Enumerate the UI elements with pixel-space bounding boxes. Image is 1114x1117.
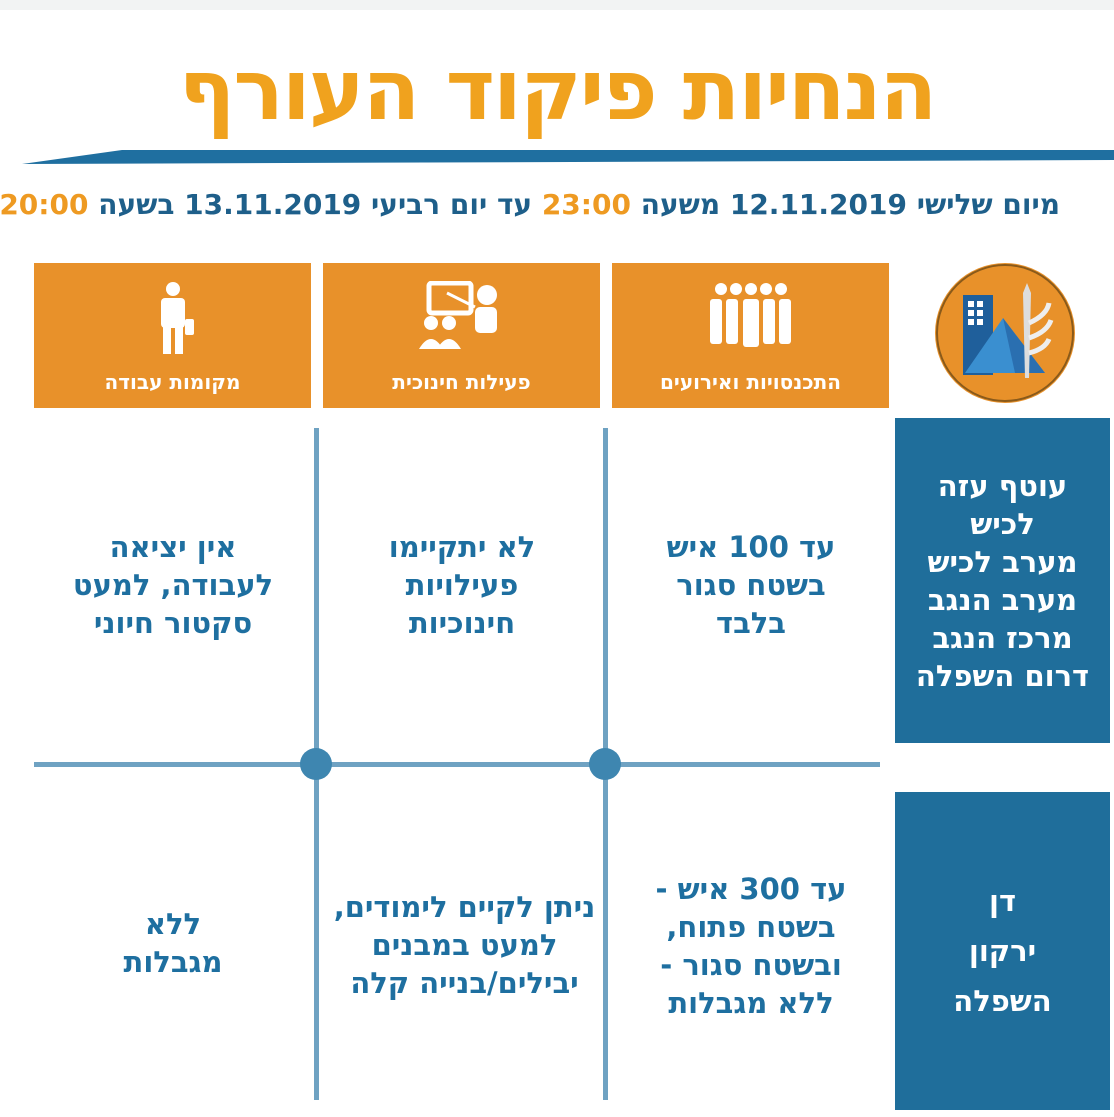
teacher-icon bbox=[418, 281, 497, 349]
category-gatherings: התכנסויות ואירועים bbox=[612, 263, 889, 408]
worker-icon bbox=[160, 282, 194, 354]
cell-south-gatherings: עד 100 איש בשטח סגור בלבד bbox=[666, 530, 836, 640]
grid-dot bbox=[589, 748, 621, 780]
cell-center-gatherings: עד 300 איש - בשטח פתוח, ובשטח סגור - ללא… bbox=[655, 872, 847, 1020]
home-front-command-logo bbox=[935, 263, 1075, 403]
date-range: מיום שלישי 12.11.2019 משעה 23:00 עד יום … bbox=[0, 188, 1060, 221]
cell-center-workplaces: ללא מגבלות bbox=[123, 907, 223, 979]
category-education: פעילות חינוכית bbox=[323, 263, 600, 408]
category-workplaces: מקומות עבודה bbox=[34, 263, 311, 408]
category-label: פעילות חינוכית bbox=[392, 370, 531, 394]
date-from: מיום שלישי 12.11.2019 משעה bbox=[630, 188, 1060, 221]
top-bar bbox=[0, 0, 1114, 10]
date-to: עד יום רביעי 13.11.2019 בשעה bbox=[88, 188, 542, 221]
cell-south-education: לא יתקיימו פעילויות חינוכיות bbox=[388, 530, 536, 640]
grid-dot bbox=[300, 748, 332, 780]
region-south: עוטף עזה לכיש מערב לכיש מערב הנגב מרכז ה… bbox=[895, 418, 1110, 743]
cell-south-workplaces: אין יציאה לעבודה, למעט סקטור חיוני bbox=[72, 530, 274, 640]
cell-center-education: ניתן לקיים לימודים, למעט במבנים יבילים/ב… bbox=[333, 890, 596, 1000]
title-underline bbox=[22, 150, 1114, 164]
category-label: מקומות עבודה bbox=[104, 370, 241, 394]
time-to: 20:00 bbox=[0, 188, 89, 221]
region-center: דן ירקון השפלה bbox=[895, 792, 1110, 1110]
crowd-icon bbox=[709, 283, 791, 347]
category-label: התכנסויות ואירועים bbox=[660, 370, 841, 394]
grid-divider bbox=[34, 762, 880, 767]
page-title: הנחיות פיקוד העורף bbox=[178, 41, 938, 139]
time-from: 23:00 bbox=[541, 188, 631, 221]
